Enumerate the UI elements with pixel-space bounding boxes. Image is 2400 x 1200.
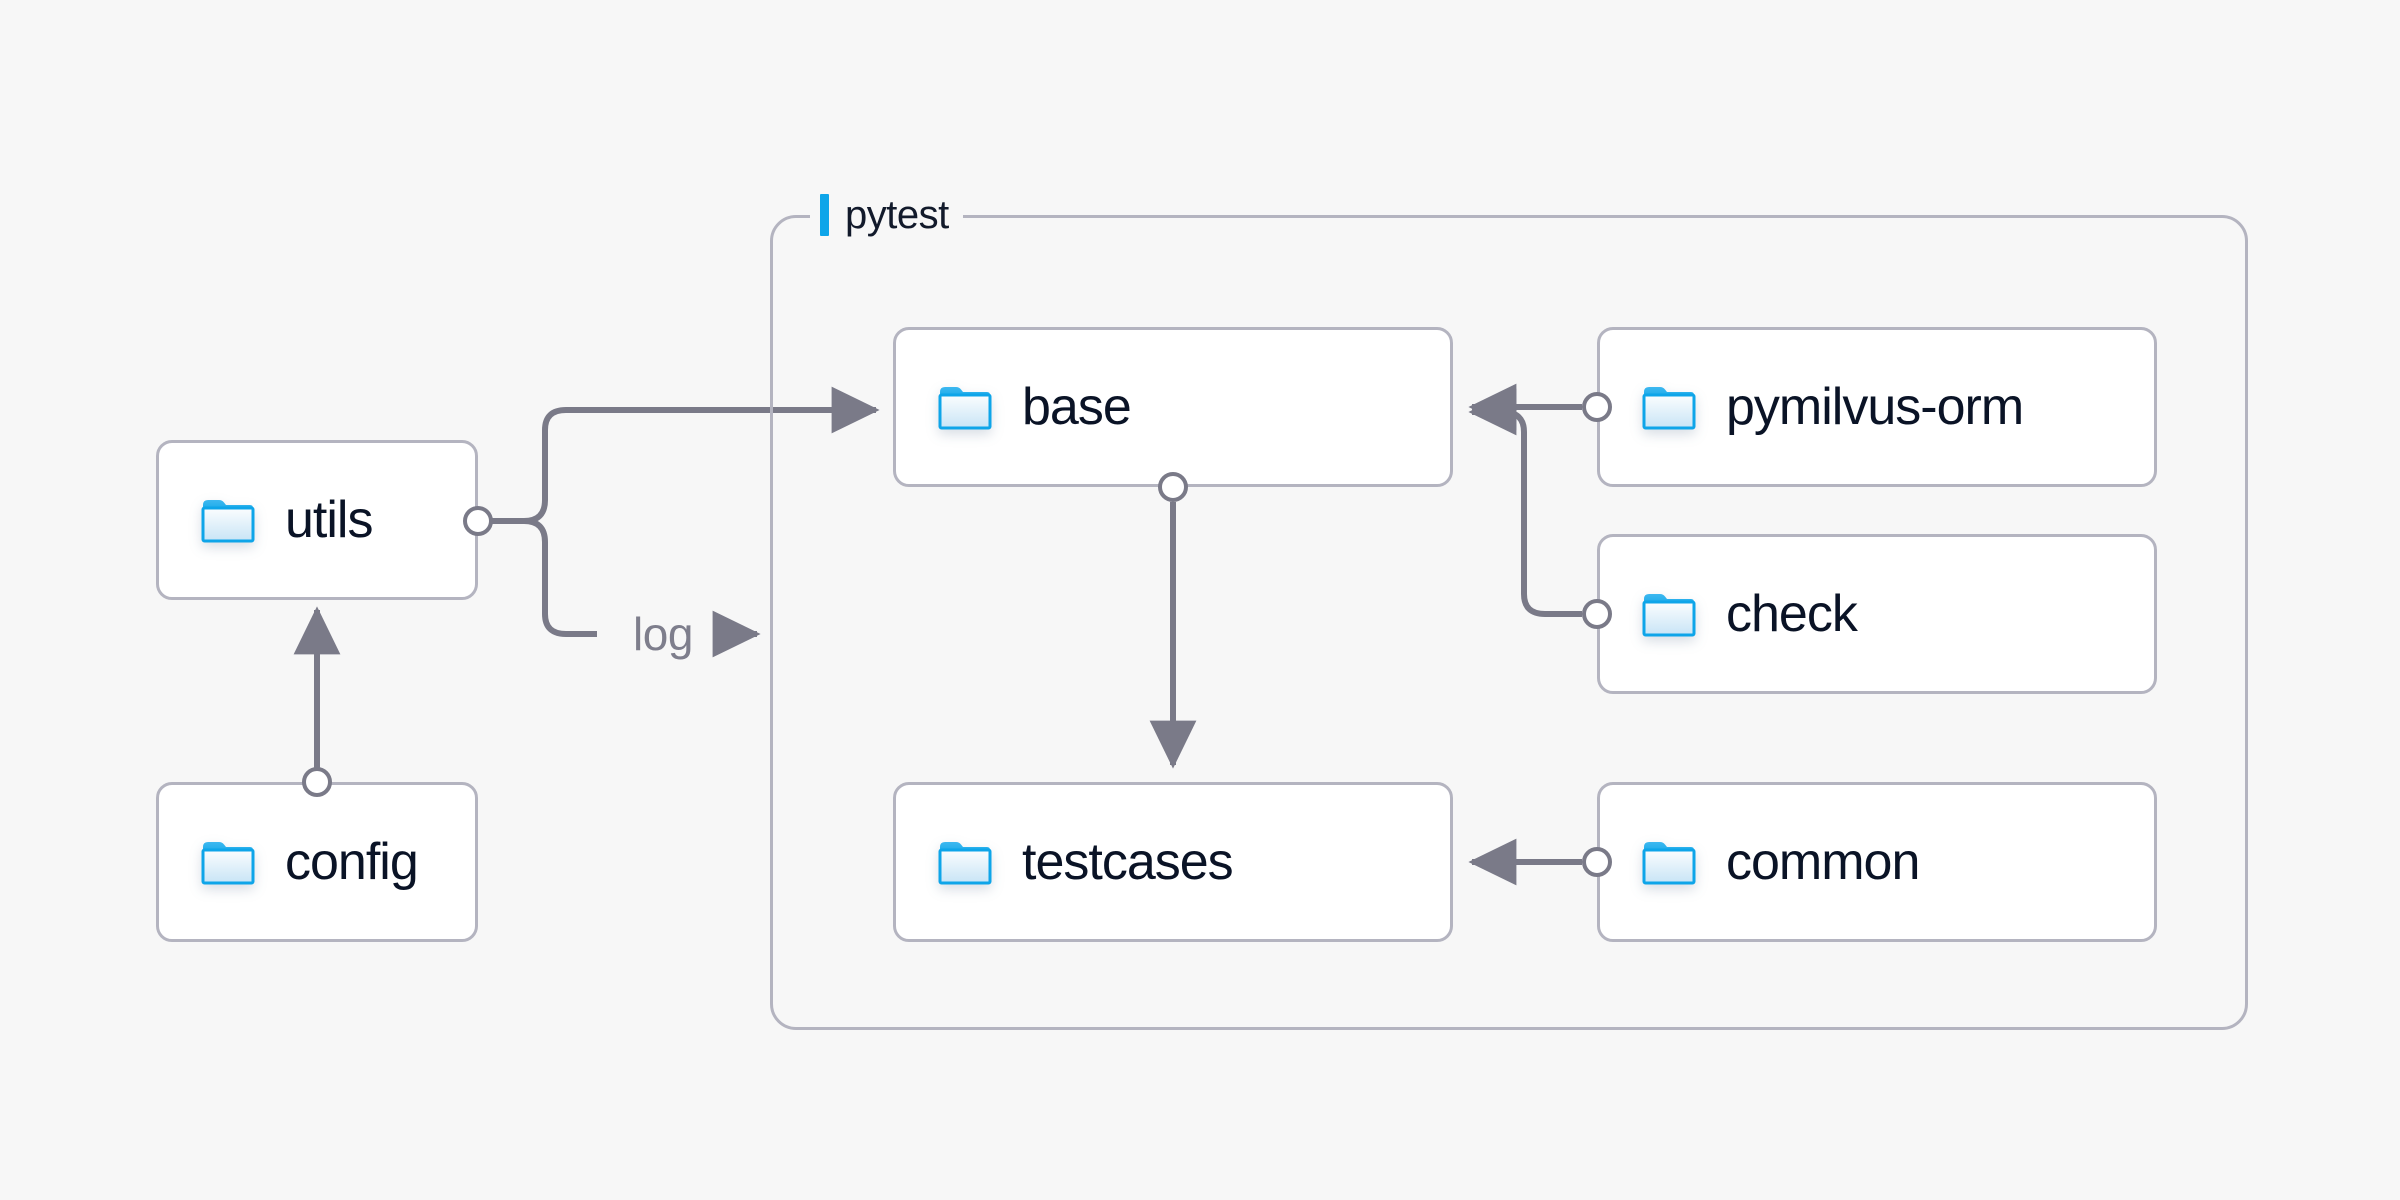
port-common-left[interactable] (1582, 847, 1612, 877)
node-label: check (1726, 585, 1858, 643)
node-label: config (285, 833, 419, 891)
port-pymilvus-orm-left[interactable] (1582, 392, 1612, 422)
node-check[interactable]: check (1597, 534, 2157, 694)
port-config-top[interactable] (302, 767, 332, 797)
node-label: pymilvus-orm (1726, 378, 2024, 436)
folder-icon (938, 839, 992, 885)
edge-label-log: log (633, 608, 693, 660)
node-utils[interactable]: utils (156, 440, 478, 600)
node-common[interactable]: common (1597, 782, 2157, 942)
node-label: testcases (1022, 833, 1234, 891)
node-testcases[interactable]: testcases (893, 782, 1453, 942)
node-label: common (1726, 833, 1920, 891)
folder-icon (938, 384, 992, 430)
port-utils-right[interactable] (463, 506, 493, 536)
node-label: base (1022, 378, 1132, 436)
group-accent-bar (820, 194, 829, 236)
folder-icon (1642, 384, 1696, 430)
node-pymilvus-orm[interactable]: pymilvus-orm (1597, 327, 2157, 487)
edge-utils-to-log (523, 518, 597, 637)
group-container-pytest[interactable] (770, 215, 2248, 1030)
group-label-text: pytest (845, 193, 949, 237)
folder-icon (1642, 839, 1696, 885)
port-check-left[interactable] (1582, 599, 1612, 629)
folder-icon (201, 839, 255, 885)
folder-icon (201, 497, 255, 543)
node-base[interactable]: base (893, 327, 1453, 487)
port-base-bottom[interactable] (1158, 472, 1188, 502)
group-label-pytest: pytest (810, 188, 963, 242)
node-label: utils (285, 491, 373, 549)
node-config[interactable]: config (156, 782, 478, 942)
folder-icon (1642, 591, 1696, 637)
